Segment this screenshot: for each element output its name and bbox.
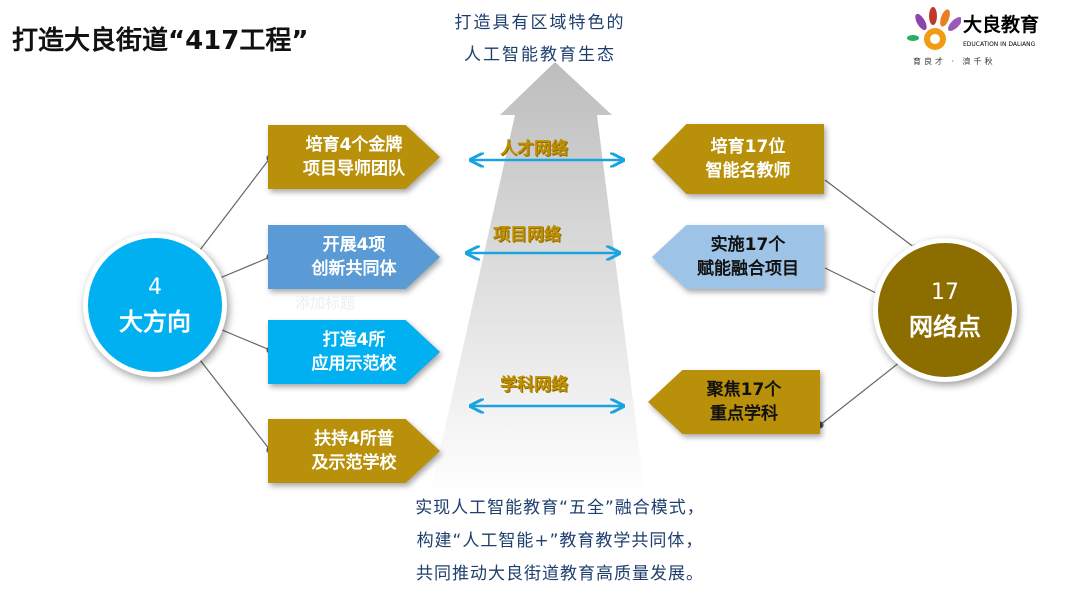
right-circle-17-points: 17 网络点 [873, 238, 1017, 382]
top-text-line: 打造具有区域特色的 [454, 13, 626, 33]
box-line: 开展4项 [322, 235, 386, 255]
box-line: 应用示范校 [311, 354, 397, 374]
left-circle-4-directions: 4 大方向 [83, 233, 227, 377]
box-line: 实施17个 [710, 235, 786, 255]
box-line: 重点学科 [710, 404, 778, 424]
logo-flower-icon [907, 7, 962, 50]
upward-arrow [430, 62, 645, 495]
placeholder-title: 添加标题 [295, 294, 356, 312]
left-box-innovation: 开展4项创新共同体 [268, 225, 440, 289]
left-box-demo-schools: 打造4所应用示范校 [268, 320, 440, 384]
box-line: 创新共同体 [311, 259, 397, 279]
circle-number: 4 [148, 275, 162, 300]
page-title: 打造大良街道“417工程” [12, 26, 309, 56]
right-box-projects: 实施17个赋能融合项目 [652, 225, 824, 289]
left-box-mentor-teams: 培育4个金牌项目导师团队 [268, 125, 440, 189]
logo-sub: EDUCATION IN DALIANG [963, 41, 1036, 48]
box-line: 智能名教师 [705, 161, 791, 181]
network-label-talent: 人才网络 [500, 139, 568, 159]
box-line: 赋能融合项目 [697, 259, 799, 279]
box-line: 培育17位 [710, 137, 786, 157]
left-box-popular-schools: 扶持4所普及示范学校 [268, 419, 440, 483]
right-box-teachers: 培育17位智能名教师 [652, 124, 824, 194]
logo-motto: 育良才 · 濟千秋 [913, 57, 996, 66]
circle-label: 大方向 [119, 308, 191, 336]
box-line: 扶持4所普 [314, 429, 394, 449]
circle-label: 网络点 [909, 313, 981, 341]
box-line: 及示范学校 [311, 453, 397, 473]
top-text-line: 人工智能教育生态 [464, 45, 616, 65]
box-line: 聚焦17个 [706, 380, 782, 400]
network-label-project: 项目网络 [493, 225, 561, 245]
bottom-text-line: 实现人工智能教育“五全”融合模式， [415, 498, 705, 518]
box-line: 培育4个金牌 [305, 135, 403, 155]
network-label-subject: 学科网络 [500, 375, 568, 395]
bottom-text-line: 构建“人工智能+”教育教学共同体， [416, 531, 704, 551]
box-line: 打造4所 [322, 330, 386, 350]
bottom-text-line: 共同推动大良街道教育高质量发展。 [416, 564, 704, 584]
right-box-subjects: 聚焦17个重点学科 [648, 370, 820, 434]
circle-number: 17 [931, 280, 959, 305]
logo: 大良教育 EDUCATION IN DALIANG 育良才 · 濟千秋 [905, 6, 1075, 78]
logo-name: 大良教育 [963, 14, 1040, 36]
box-line: 项目导师团队 [303, 159, 405, 179]
